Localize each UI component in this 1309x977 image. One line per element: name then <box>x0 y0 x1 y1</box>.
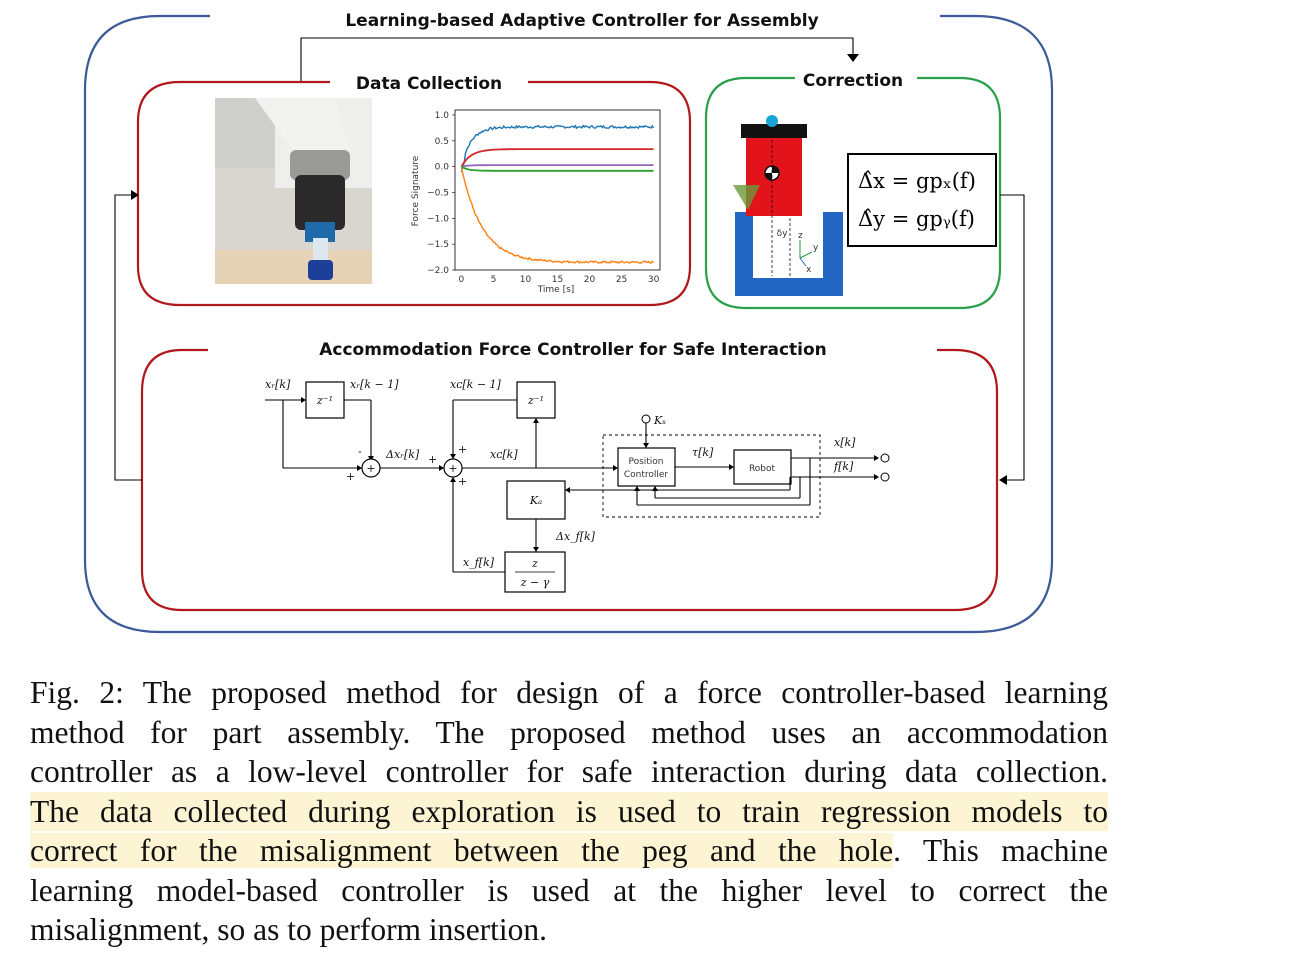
ka-label: Kₐ <box>529 494 542 507</box>
figure-title: Learning-based Adaptive Controller for A… <box>345 11 818 31</box>
axis-z-label: z <box>798 231 803 241</box>
plot-xtick: 30 <box>648 275 660 285</box>
xr-k-label: xᵣ[k] <box>265 378 291 391</box>
plot-series-line <box>460 124 655 173</box>
plot-ytick: −1.5 <box>427 240 449 250</box>
plot-series-line <box>461 164 654 168</box>
svg-text:+: + <box>458 443 467 456</box>
svg-text:+: + <box>458 475 467 488</box>
caption-line-3: controller as a low-level controller for… <box>30 754 1108 789</box>
force-plot: 1.0 0.5 0.0 −0.5 −1.0 −1.5 −2.0 0 5 10 15 20 25 30 Ti… <box>411 109 661 295</box>
plot-ytick: −1.0 <box>427 214 449 224</box>
f-k-label: f[k] <box>833 460 854 473</box>
plot-series-line <box>460 165 654 172</box>
axis-x-label: x <box>806 265 812 275</box>
accommodation-box <box>140 348 999 612</box>
accommodation-label: Accommodation Force Controller for Safe … <box>319 340 827 360</box>
z-inv-1: z⁻¹ <box>316 394 333 407</box>
plot-xlabel: Time [s] <box>537 285 575 295</box>
position-controller-line1: Position <box>628 457 663 467</box>
method-figure: Learning-based Adaptive Controller for A… <box>83 11 1054 634</box>
block-diagram: xᵣ[k] z⁻¹ xᵣ[k − 1] + - + Δxᵣ[k] + + + +… <box>265 378 890 593</box>
eq-y: Δ̂y = gpᵧ(f) <box>858 207 975 231</box>
left-feedback-arrow <box>114 194 142 481</box>
x-k-label: x[k] <box>834 436 856 449</box>
plot-xtick: 5 <box>491 275 497 285</box>
filter-den: z − γ <box>520 576 550 589</box>
caption-line-4-highlighted: The data collected during exploration is… <box>30 791 1108 831</box>
delay-block-1 <box>305 381 345 419</box>
plot-series-line <box>460 148 654 168</box>
dxf-label: Δx_f[k] <box>555 530 596 543</box>
plot-series <box>460 124 655 264</box>
inner-loop-group <box>602 434 821 518</box>
outer-frame <box>83 14 1054 634</box>
svg-text:+: + <box>366 462 375 475</box>
plot-xtick: 15 <box>552 275 563 285</box>
robot-label: Robot <box>749 464 776 474</box>
delta-y-label: δy <box>777 229 789 239</box>
plot-ytick: 1.0 <box>435 111 450 121</box>
correction-label: Correction <box>803 71 903 91</box>
regression-equation-box: Δ̂x = gpₓ(f) Δ̂y = gpᵧ(f) <box>847 153 997 247</box>
caption-line-5-highlighted: correct for the misalignment between the… <box>30 833 894 868</box>
plus-sign-1: + <box>346 470 355 483</box>
plot-xtick: 0 <box>459 275 465 285</box>
plot-ytick: 0.0 <box>435 163 450 173</box>
svg-text:+: + <box>448 462 457 475</box>
plot-xtick: 10 <box>520 275 532 285</box>
robot-photo <box>215 98 372 284</box>
xf-label: x_f[k] <box>463 556 495 569</box>
top-arrow <box>300 37 854 82</box>
correction-box <box>704 76 1002 310</box>
right-feedback-arrow <box>1000 194 1025 481</box>
plot-xtick: 20 <box>584 275 596 285</box>
dxr-k-label: Δxᵣ[k] <box>385 448 420 461</box>
data-collection-label: Data Collection <box>356 74 502 94</box>
axis-y-label: y <box>813 243 819 253</box>
xc-k-label: xᴄ[k] <box>490 448 518 461</box>
peg-hole-illustration: δy z y x <box>733 115 843 296</box>
caption-line-1: Fig. 2: The proposed method for design o… <box>30 675 1108 710</box>
caption-line-7: misalignment, so as to perform insertion… <box>30 912 548 947</box>
caption-line-2: method for part assembly. The proposed m… <box>30 714 1108 750</box>
ks-label: Kₛ <box>653 414 666 427</box>
plot-ytick: 0.5 <box>435 137 449 147</box>
z-inv-2: z⁻¹ <box>527 394 544 407</box>
plot-xtick: 25 <box>616 275 627 285</box>
top-arrow-head <box>847 54 859 62</box>
figure-caption: Fig. 2: The proposed method for design o… <box>30 673 1108 950</box>
xr-k1-label: xᵣ[k − 1] <box>350 378 399 391</box>
data-collection-box <box>136 80 692 307</box>
tau-label: τ[k] <box>692 446 714 459</box>
caption-line-5-rest: . This machine <box>893 833 1108 868</box>
ka-block <box>506 480 566 520</box>
svg-text:+: + <box>428 453 437 466</box>
plot-ticks: 1.0 0.5 0.0 −0.5 −1.0 −1.5 −2.0 0 5 10 15 20 25 30 <box>427 111 659 285</box>
robot-block <box>733 449 792 485</box>
plot-series-line <box>460 167 655 264</box>
delay-block-2 <box>516 381 556 419</box>
xc-k1-label: xᴄ[k − 1] <box>450 378 502 391</box>
filter-num: z <box>531 557 538 570</box>
caption-line-6: learning model-based controller is used … <box>30 872 1108 908</box>
position-controller-line2: Controller <box>624 470 669 480</box>
plot-ytick: −0.5 <box>427 189 449 199</box>
plot-ylabel: Force Signature <box>411 155 421 226</box>
minus-sign-1: - <box>358 445 362 458</box>
eq-x: Δ̂x = gpₓ(f) <box>858 169 976 193</box>
position-controller-block <box>617 447 676 487</box>
plot-ytick: −2.0 <box>427 266 449 276</box>
caption-line-5: correct for the misalignment between the… <box>30 831 1108 871</box>
